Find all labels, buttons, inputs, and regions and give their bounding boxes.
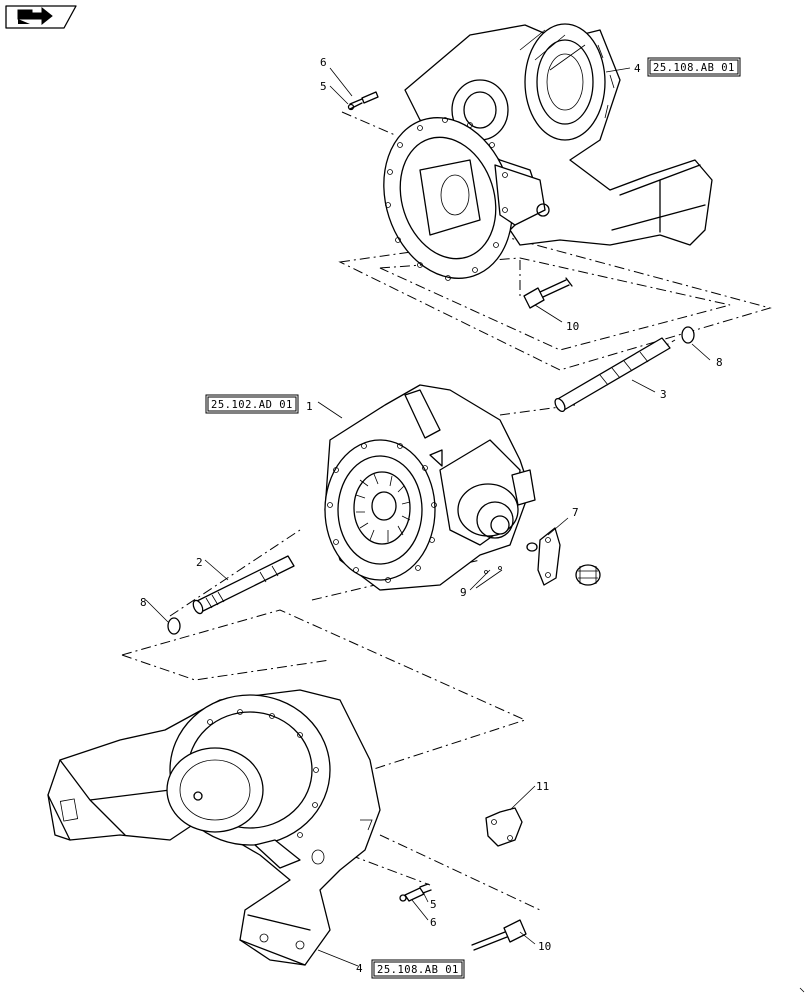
bracket-11 [485, 807, 523, 847]
ref-text-bottom-housing[interactable]: 25.108.AB 01 [377, 964, 459, 976]
bottom-sensor [471, 919, 527, 951]
callout-5-bottom: 5 [430, 898, 437, 911]
callout-4-bottom: 4 [356, 962, 363, 975]
ref-text-top-housing[interactable]: 25.108.AB 01 [653, 62, 735, 74]
top-sensor [523, 277, 573, 309]
callout-1: 1 [306, 400, 313, 413]
plug [575, 564, 601, 586]
right-shaft [554, 337, 671, 413]
top-axle-housing [383, 23, 713, 281]
callout-8-right: 8 [716, 356, 723, 369]
callout-6-top: 6 [320, 56, 327, 69]
callout-6-bottom: 6 [430, 916, 437, 929]
right-retaining-ring [681, 326, 695, 344]
center-flange-bolts [327, 443, 437, 583]
ref-link-bottom-housing[interactable]: 25.108.AB 01 [371, 959, 465, 979]
callout-7: 7 [572, 506, 579, 519]
callout-10-bottom: 10 [538, 940, 551, 953]
bottom-axle-housing [47, 689, 381, 966]
nav-button[interactable] [5, 5, 77, 29]
corner-mark [799, 987, 805, 993]
left-shaft [192, 555, 295, 615]
speed-sensor-7 [526, 527, 561, 586]
callout-9: 9 [460, 586, 467, 599]
back-arrow-icon[interactable] [17, 6, 53, 26]
top-bolt [347, 91, 379, 111]
callout-labels: 6 5 4 10 8 3 1 2 7 8 9 11 5 6 10 4 [140, 56, 723, 975]
callout-11: 11 [536, 780, 549, 793]
callout-8-left: 8 [140, 596, 147, 609]
callout-2: 2 [196, 556, 203, 569]
leader-lines [145, 67, 711, 967]
callout-10-top: 10 [566, 320, 579, 333]
callout-4-top: 4 [634, 62, 641, 75]
ref-link-center-housing[interactable]: 25.102.AD 01 [205, 394, 299, 414]
center-gear-teeth [355, 473, 411, 542]
center-diff-housing [324, 384, 536, 591]
ref-text-center-housing[interactable]: 25.102.AD 01 [211, 399, 293, 411]
callout-3: 3 [660, 388, 667, 401]
left-retaining-ring [167, 617, 181, 635]
ref-link-top-housing[interactable]: 25.108.AB 01 [647, 57, 741, 77]
callout-5-top: 5 [320, 80, 327, 93]
top-flange-bolt-holes [385, 117, 508, 281]
